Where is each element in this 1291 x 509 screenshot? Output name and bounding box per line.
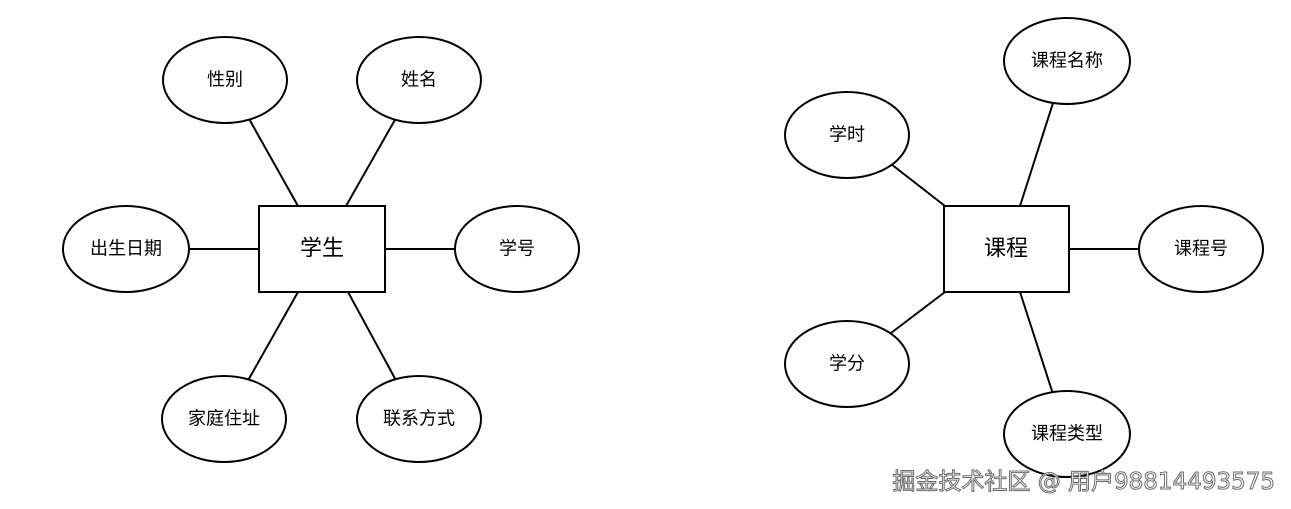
connector-student-name [345,117,397,207]
connector-student-home-address [245,291,299,385]
course-entity-label: 课程 [984,237,1028,262]
attr-name-label: 姓名 [401,70,437,91]
attr-course-id-ellipse [1138,205,1264,293]
attr-birth-date-ellipse [62,205,190,293]
attr-hours-label: 学时 [829,125,865,146]
attr-credits-label: 学分 [829,354,865,375]
watermark-text: 掘金技术社区 @ 用户98814493575 [892,469,1276,496]
attr-course-type-label: 课程类型 [1031,424,1103,445]
student-entity-label: 学生 [300,237,344,262]
attr-gender-label: 性别 [207,70,243,91]
student-er-group: 学生 性别 姓名 出生日期 学号 家庭住址 联系方式 [62,36,580,463]
attr-student-id-label: 学号 [499,239,535,260]
student-entity-box [258,205,386,293]
attr-course-type-ellipse [1003,390,1131,478]
course-entity-box [943,205,1070,293]
attr-contact-label: 联系方式 [383,409,455,430]
connector-student-contact [347,291,399,385]
connector-course-hours [890,163,946,207]
attr-course-name-ellipse [1003,17,1131,105]
attr-home-address-ellipse [161,375,287,463]
attr-birth-date-label: 出生日期 [90,239,162,260]
attr-name-ellipse [356,36,482,124]
attr-hours-ellipse [784,91,910,179]
attr-home-address-label: 家庭住址 [188,409,260,430]
attr-credits-ellipse [784,320,910,408]
attr-course-name-label: 课程名称 [1031,51,1103,72]
connector-student-gender [247,116,299,207]
attr-contact-ellipse [356,375,482,463]
attr-student-id-ellipse [454,205,580,293]
attr-course-id-label: 课程号 [1174,239,1228,260]
connector-course-type [1019,291,1054,395]
connector-course-credits [890,291,946,334]
course-er-group: 课程 课程名称 学时 课程号 学分 课程类型 [784,17,1264,478]
connector-course-name [1019,102,1054,207]
attr-gender-ellipse [162,36,288,124]
